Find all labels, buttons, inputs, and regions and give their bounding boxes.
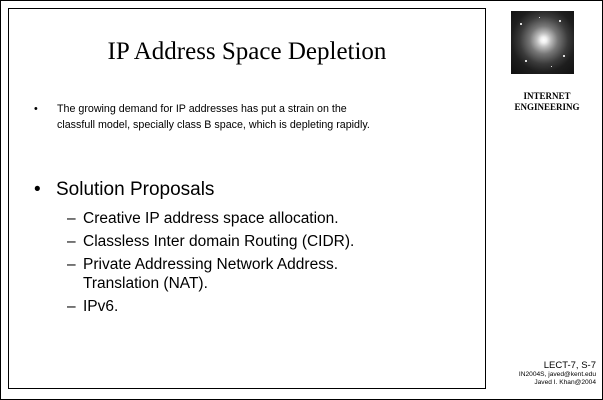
sub-item-text: Creative IP address space allocation. <box>83 210 339 227</box>
org-label: INTERNET ENGINEERING <box>497 91 597 112</box>
sub-item: – Classless Inter domain Routing (CIDR). <box>67 232 397 251</box>
org-label-line: INTERNET <box>523 91 571 101</box>
sub-item-text: Private Addressing Network Address. Tran… <box>83 256 339 292</box>
bullet-icon: • <box>34 179 41 200</box>
sub-item: – Private Addressing Network Address. Tr… <box>67 255 397 293</box>
galaxy-logo-icon <box>511 11 574 74</box>
dash-icon: – <box>67 233 76 250</box>
intro-bullet: • The growing demand for IP addresses ha… <box>34 102 385 133</box>
slide-title: IP Address Space Depletion <box>107 38 387 65</box>
org-label-line: ENGINEERING <box>514 101 580 112</box>
content-box: IP Address Space Depletion • The growing… <box>8 8 486 389</box>
dash-icon: – <box>67 298 76 315</box>
course-email: IN2004S, javed@kent.edu <box>518 371 596 378</box>
sub-item-list: – Creative IP address space allocation. … <box>67 209 397 320</box>
author-credit: Javed I. Khan@2004 <box>534 378 596 386</box>
bullet-icon: • <box>34 103 38 115</box>
slide-footer: LECT-7, S-7 IN2004S, javed@kent.edu Jave… <box>519 360 596 387</box>
intro-bullet-text: The growing demand for IP addresses has … <box>57 103 370 131</box>
main-bullet-text: Solution Proposals <box>56 179 215 200</box>
sub-item-text: IPv6. <box>83 298 119 315</box>
main-bullet: • Solution Proposals <box>34 179 215 200</box>
sub-item: – Creative IP address space allocation. <box>67 209 397 228</box>
sub-item: – IPv6. <box>67 297 397 316</box>
dash-icon: – <box>67 256 76 273</box>
dash-icon: – <box>67 210 76 227</box>
lecture-number: LECT-7, S-7 <box>543 360 596 371</box>
sub-item-text: Classless Inter domain Routing (CIDR). <box>83 233 355 250</box>
